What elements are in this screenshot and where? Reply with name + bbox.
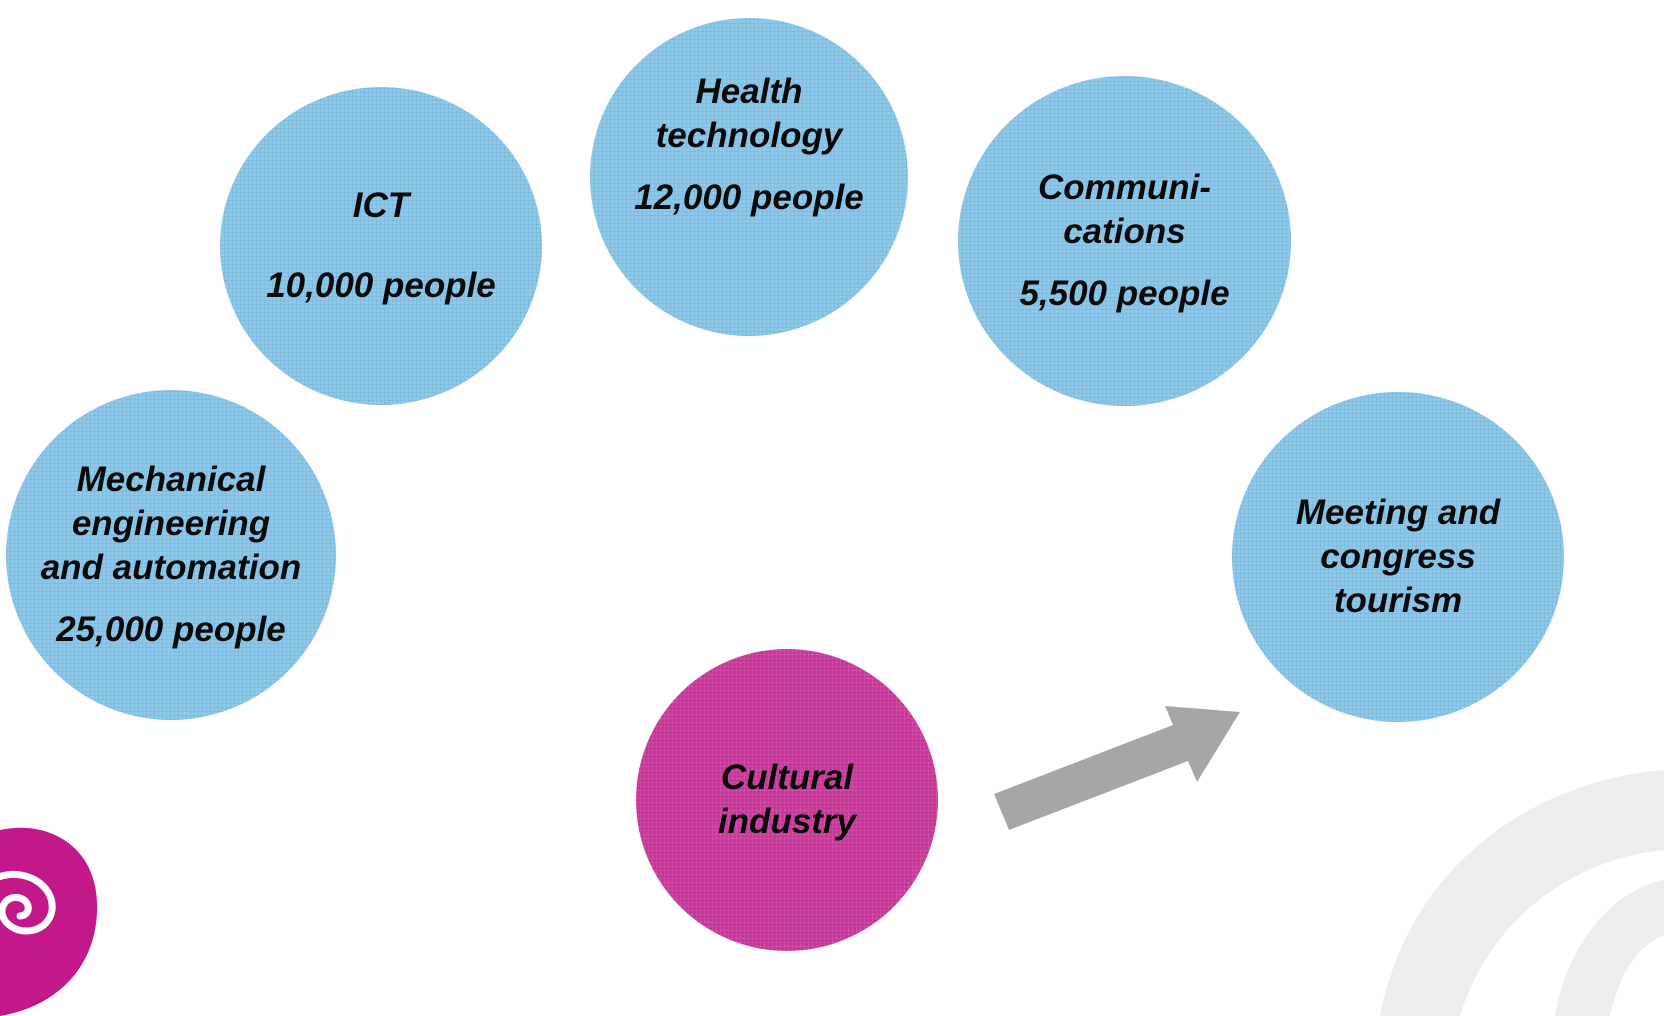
spiral-logo-icon: [0, 827, 98, 1016]
bubble-cultural-industry: Cultural industry: [636, 649, 938, 951]
bubble-meeting-congress-tourism: Meeting and congress tourism: [1232, 392, 1564, 722]
comm-people: 5,500 people: [1019, 274, 1230, 313]
culture-title-line1: Cultural: [720, 758, 854, 797]
comm-title-line1: Communi-: [1037, 168, 1212, 207]
bubble-communications: Communi- cations 5,500 people: [958, 76, 1291, 406]
bubble-mechanical-engineering: Mechanical engineering and automation 25…: [6, 390, 336, 720]
comm-title-line2: cations: [1063, 212, 1186, 251]
arrow-right-up-icon: [994, 706, 1240, 830]
bubble-ict: ICT 10,000 people: [220, 87, 542, 405]
meet-title-line3: tourism: [1333, 581, 1463, 620]
bubble-health-technology: Health technology 12,000 people: [590, 18, 908, 336]
meet-title-line1: Meeting and: [1295, 493, 1501, 532]
ict-people: 10,000 people: [266, 266, 496, 305]
meet-title-line2: congress: [1320, 537, 1476, 576]
ict-title: ICT: [352, 186, 410, 225]
culture-title-line2: industry: [717, 802, 857, 841]
health-title-line1: Health: [695, 72, 803, 111]
mech-title-line2: engineering: [71, 504, 271, 543]
mech-title-line1: Mechanical: [76, 460, 266, 499]
decorative-swirl-icon: [1380, 770, 1664, 1016]
mech-title-line3: and automation: [40, 548, 302, 587]
mech-people: 25,000 people: [56, 610, 286, 649]
health-people: 12,000 people: [634, 178, 864, 217]
health-title-line2: technology: [655, 116, 843, 155]
